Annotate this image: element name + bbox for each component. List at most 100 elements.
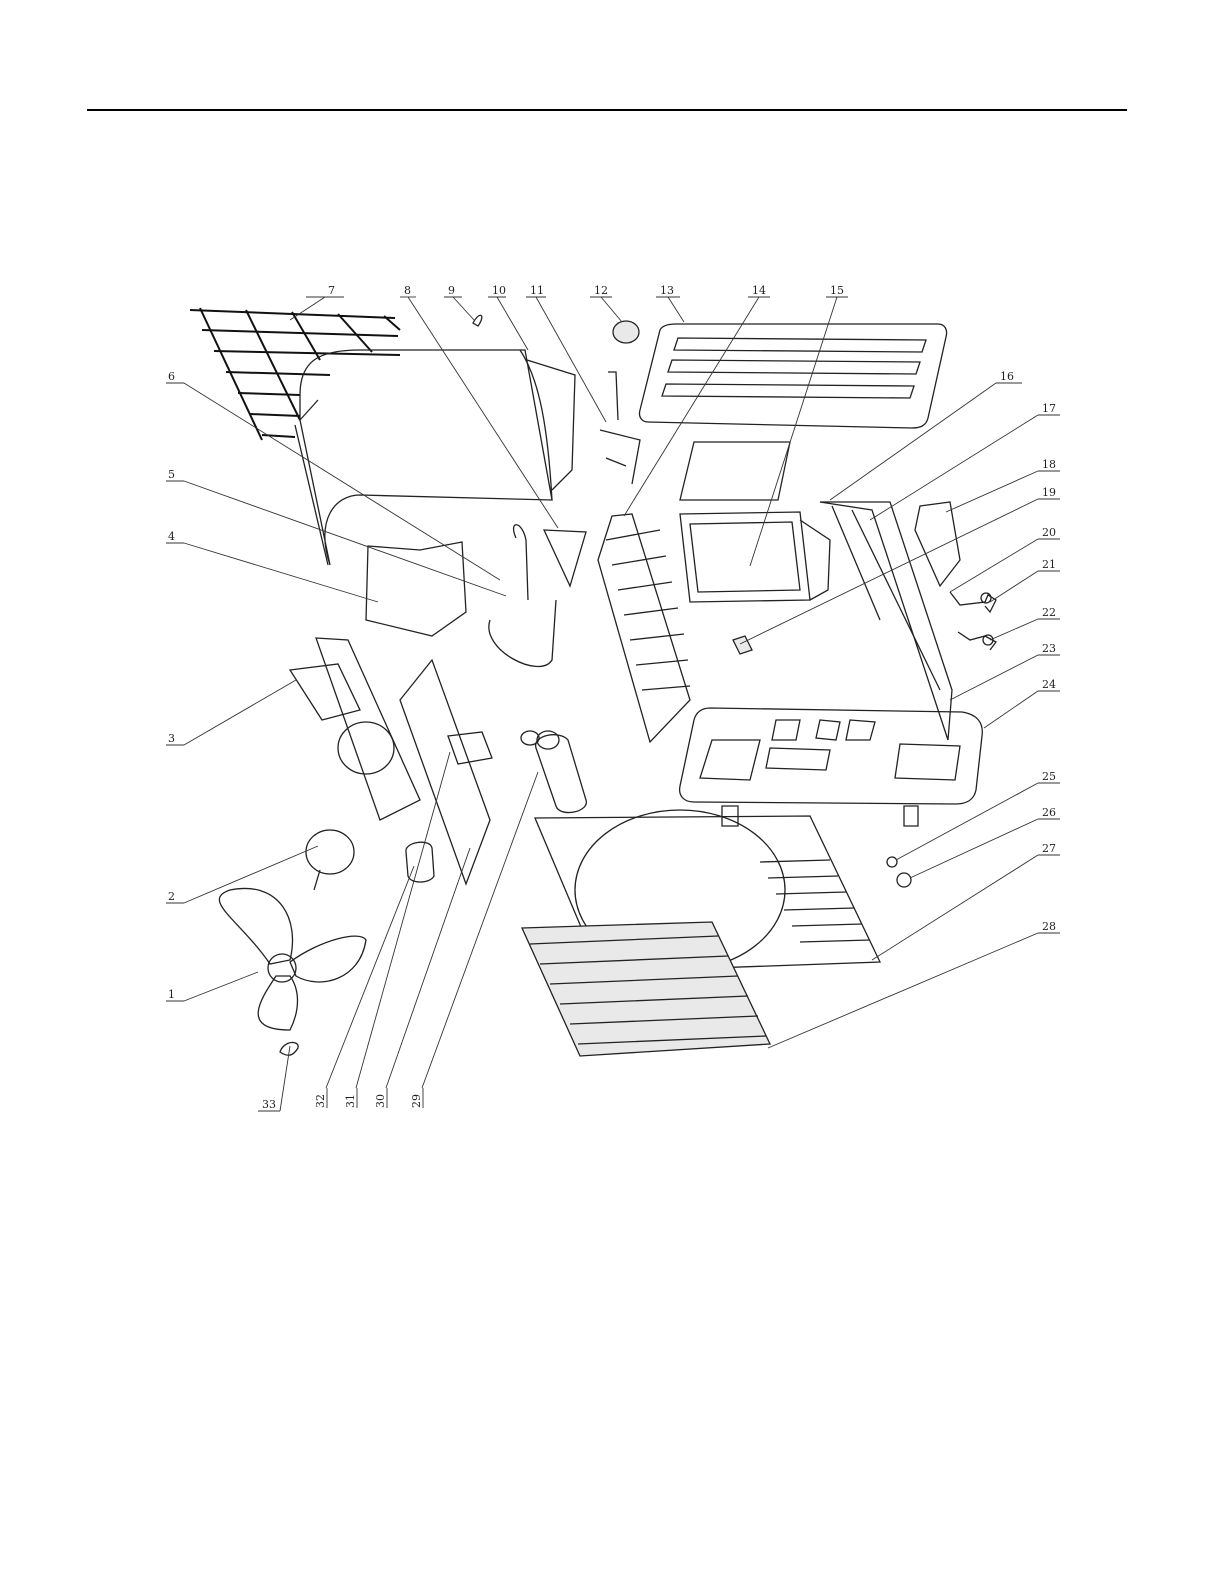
callout-number: 16 [1000, 370, 1014, 383]
callout-leader [184, 972, 258, 1001]
callout-11: 11 [526, 284, 606, 422]
callout-10: 10 [488, 284, 528, 350]
callout-leader [184, 680, 296, 745]
callout-number: 5 [168, 468, 175, 481]
part-condenser-coil [295, 350, 575, 565]
part-bracket [544, 530, 586, 586]
part-washer-large [897, 873, 911, 887]
callout-27: 27 [872, 842, 1060, 960]
callout-number: 9 [448, 284, 455, 297]
part-four-way-valve [489, 525, 556, 667]
callout-leader [896, 783, 1038, 860]
callout-number: 2 [168, 890, 175, 903]
callout-29: 29 [410, 772, 538, 1108]
callout-4: 4 [166, 530, 378, 602]
callout-number: 22 [1042, 606, 1056, 619]
part-motor-bracket [290, 638, 420, 820]
callout-number: 28 [1042, 920, 1056, 933]
callout-number: 13 [660, 284, 674, 297]
callout-22: 22 [990, 606, 1060, 640]
callout-2: 2 [166, 846, 318, 903]
callout-number: 8 [404, 284, 411, 297]
part-clip [473, 315, 482, 326]
callout-leader [184, 846, 318, 903]
callout-13: 13 [656, 284, 684, 322]
callout-leader [830, 383, 996, 500]
callout-leader [870, 415, 1038, 520]
callout-leader [750, 297, 837, 566]
callout-leader [990, 571, 1038, 602]
callout-leader [356, 752, 450, 1088]
callout-leader [668, 297, 684, 322]
callout-number: 4 [168, 530, 175, 543]
part-compressor [521, 731, 586, 813]
callout-number: 33 [262, 1098, 276, 1111]
part-fan-blade [219, 888, 366, 1030]
callout-number: 14 [752, 284, 766, 297]
part-top-cover [639, 324, 946, 428]
callout-number: 27 [1042, 842, 1056, 855]
callout-1: 1 [166, 972, 258, 1001]
part-insulation-sheet [680, 442, 790, 500]
callout-number: 24 [1042, 678, 1056, 691]
callout-leader [184, 543, 378, 602]
callout-number: 17 [1042, 402, 1056, 415]
callout-leader [422, 772, 538, 1088]
callout-leader [453, 297, 474, 320]
callout-number: 26 [1042, 806, 1056, 819]
part-terminal-box [448, 732, 492, 764]
callout-18: 18 [946, 458, 1060, 512]
part-rear-grille [190, 308, 400, 440]
callout-number: 32 [314, 1094, 327, 1108]
part-side-grille [598, 514, 690, 742]
callout-leader [497, 297, 528, 350]
callout-leader [184, 383, 500, 580]
callout-number: 19 [1042, 486, 1056, 499]
callout-leader [408, 297, 558, 528]
callout-leader [768, 933, 1038, 1048]
callout-leader [950, 655, 1038, 700]
callout-leader [984, 691, 1038, 728]
callout-leader [872, 855, 1038, 960]
part-control-box [680, 512, 830, 602]
part-fan-motor [306, 830, 354, 890]
callout-leader [624, 297, 759, 516]
part-service-valves [950, 592, 996, 650]
callout-3: 3 [166, 680, 296, 745]
callout-21: 21 [990, 558, 1060, 602]
callout-number: 31 [344, 1094, 357, 1108]
callout-30: 30 [374, 848, 470, 1108]
callout-number: 25 [1042, 770, 1056, 783]
callout-leader [990, 619, 1038, 640]
callout-number: 29 [410, 1094, 423, 1108]
callout-14: 14 [624, 284, 770, 516]
callout-26: 26 [910, 806, 1060, 878]
part-base-pan [680, 708, 983, 826]
callout-number: 11 [530, 284, 544, 297]
callout-number: 7 [328, 284, 335, 297]
callout-24: 24 [984, 678, 1060, 728]
callout-number: 6 [168, 370, 175, 383]
callout-leader [290, 297, 325, 320]
part-condenser-front [522, 922, 770, 1056]
callout-leader [280, 1046, 290, 1111]
callout-32: 32 [314, 866, 414, 1108]
part-small-block [733, 636, 752, 654]
callout-number: 15 [830, 284, 844, 297]
callout-leader [536, 297, 606, 422]
callout-leader [950, 539, 1038, 592]
part-reactor-box [366, 542, 466, 636]
part-partition-plate [400, 660, 490, 884]
callout-28: 28 [768, 920, 1060, 1048]
callout-8: 8 [400, 284, 558, 528]
callout-number: 23 [1042, 642, 1056, 655]
callout-12: 12 [590, 284, 622, 322]
callout-33: 33 [258, 1046, 290, 1111]
part-washer-small [887, 857, 897, 867]
part-right-side-panel [820, 502, 952, 740]
callout-number: 12 [594, 284, 608, 297]
callout-leader [740, 499, 1038, 644]
callout-leader [386, 848, 470, 1088]
